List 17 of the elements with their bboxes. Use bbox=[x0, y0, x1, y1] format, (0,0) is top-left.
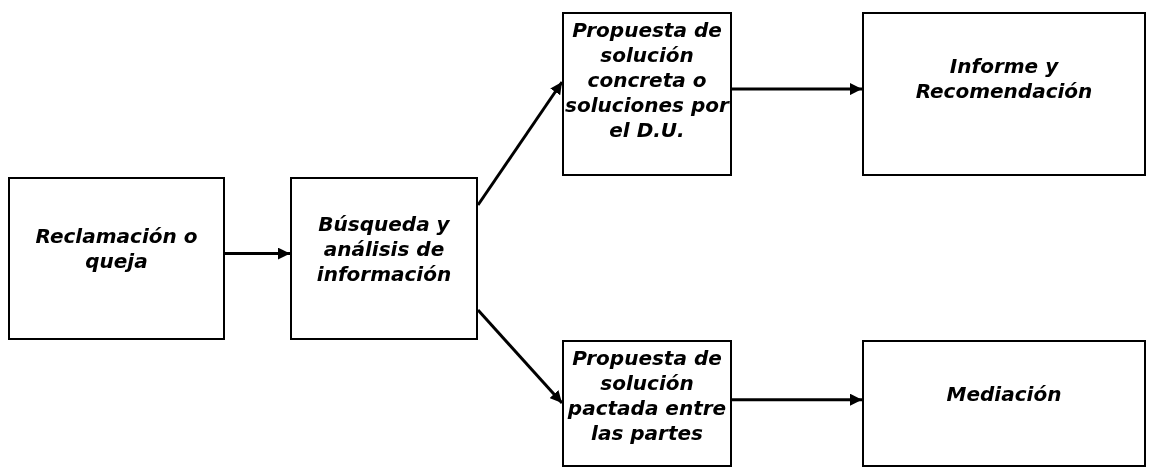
arrow bbox=[476, 309, 564, 404]
arrow bbox=[476, 81, 564, 206]
box-label: Reclamación o queja bbox=[34, 224, 199, 274]
process-box bbox=[862, 12, 1146, 176]
arrow bbox=[732, 83, 862, 96]
arrow bbox=[732, 393, 862, 406]
box-label: Informe y Recomendación bbox=[914, 54, 1094, 104]
box-label: Propuesta de solución concreta o soluciones por el D.U. bbox=[564, 18, 730, 143]
process-box bbox=[8, 177, 225, 340]
process-box bbox=[562, 12, 732, 176]
process-box bbox=[290, 177, 478, 340]
box-label: Búsqueda y análisis de información bbox=[315, 212, 453, 287]
box-label: Mediación bbox=[945, 382, 1063, 407]
process-box bbox=[562, 340, 732, 467]
process-box bbox=[862, 340, 1146, 467]
arrow bbox=[225, 247, 290, 260]
box-label: Propuesta de solución pactada entre las partes bbox=[566, 346, 728, 446]
